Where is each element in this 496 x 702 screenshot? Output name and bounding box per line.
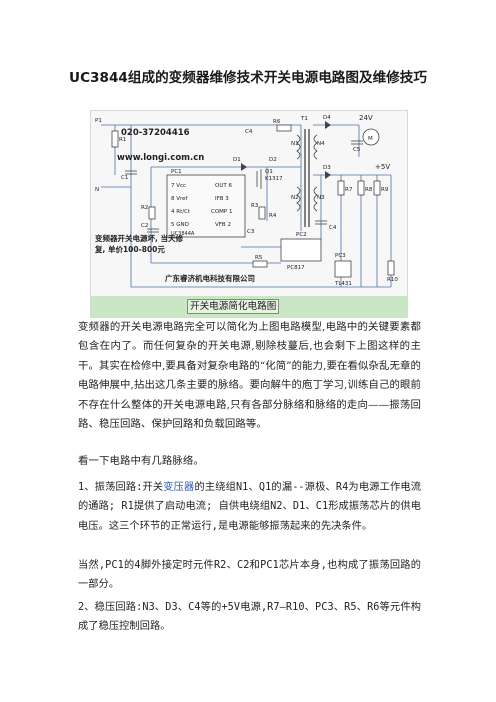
label-5v: +5V (375, 163, 390, 171)
label-d4: D4 (323, 115, 331, 121)
label-out: OUT 6 (215, 183, 232, 189)
label-rtct: 4 Rt/Ct (171, 209, 191, 215)
label-n: N (95, 187, 99, 193)
label-q1: Q1 (265, 169, 273, 175)
paragraph-4: 当然,PC1的4脚外接定时元件R2、C2和PC1芯片本身,也构成了振荡回路的一部… (78, 560, 421, 591)
label-r5: R5 (255, 255, 263, 261)
paragraph-3-start: 1、振荡回路:开关 (78, 482, 164, 493)
label-ifb: IFB 3 (215, 196, 229, 202)
label-comp: COMP 1 (211, 209, 232, 215)
label-c3: C3 (247, 229, 255, 235)
schematic-figure: 020-37204416 www.longi.com.cn 变频器开关电源坏, … (90, 110, 408, 318)
label-tl431: TL431 (334, 281, 352, 287)
label-d2: D2 (269, 157, 277, 163)
label-vref: 8 Vref (171, 196, 189, 202)
label-r7: R7 (345, 187, 353, 193)
label-r6: R6 (273, 119, 281, 125)
label-r9: R9 (381, 187, 389, 193)
label-n2: N2 (291, 195, 299, 201)
label-vcc: 7 Vcc (171, 183, 186, 189)
note-line-2: 复, 单价100-800元 (94, 244, 165, 254)
label-c4: C4 (245, 129, 253, 135)
document-title: UC3844组成的变频器维修技术开关电源电路图及维修技巧 (69, 70, 427, 86)
label-vfb: VFB 2 (215, 222, 231, 228)
label-r8: R8 (365, 187, 373, 193)
transformer-link[interactable]: 变压器 (163, 482, 195, 493)
label-gnd: 5 GND (171, 222, 189, 228)
label-pc1: PC1 (171, 169, 182, 175)
paragraph-1: 变频器的开关电源电路完全可以简化为上图电路模型,电路中的关键要素都包含在内了。而… (78, 321, 421, 431)
label-c1: C1 (121, 175, 128, 181)
label-c4b: C4 (329, 225, 337, 231)
label-r3: R3 (251, 203, 259, 209)
label-d3: D3 (323, 165, 331, 171)
phone-text: 020-37204416 (121, 128, 190, 138)
label-n1: N1 (291, 141, 299, 147)
label-c5: C5 (353, 147, 361, 153)
label-r1: R1 (119, 137, 126, 143)
caption-bar: 开关电源简化电路图 (91, 296, 407, 317)
paragraph-3: 1、振荡回路:开关变压器的主绕组N1、Q1的漏--源极、R4为电源工作电流的通路… (78, 478, 421, 536)
website-text: www.longi.com.cn (117, 153, 204, 163)
label-t1: T1 (300, 116, 308, 122)
label-r10: R10 (387, 277, 398, 283)
label-pc817: PC817 (287, 265, 305, 271)
label-pc3: PC3 (335, 253, 346, 259)
label-n4: N4 (317, 141, 325, 147)
paragraph-3-rest: 的主绕组N1、Q1的漏--源极、R4为电源工作电流的通路; R1提供了启动电流;… (78, 482, 421, 532)
label-k1317: K1317 (265, 176, 283, 182)
label-r2: R2 (141, 205, 148, 211)
schematic-diagram: 020-37204416 www.longi.com.cn 变频器开关电源坏, … (94, 114, 398, 288)
label-n3: N3 (317, 195, 325, 201)
label-pc2: PC2 (296, 232, 307, 238)
note-line-1: 变频器开关电源坏, 当天修 (95, 233, 183, 243)
company-text: 广东睿济机电科技有限公司 (165, 273, 255, 283)
label-p1: P1 (95, 118, 102, 124)
label-m: M (368, 136, 373, 142)
paragraph-5: 2、稳压回路:N3、D3、C4等的+5V电源,R7—R10、PC3、R5、R6等… (78, 602, 421, 633)
label-r4: R4 (269, 213, 277, 219)
paragraph-2: 看一下电路中有几路脉络。 (78, 455, 204, 467)
label-uc3844a: UC3844A (171, 231, 195, 237)
figure-caption: 开关电源简化电路图 (187, 299, 280, 314)
label-24v: 24V (359, 114, 373, 122)
label-d1: D1 (233, 157, 241, 163)
label-c2: C2 (141, 223, 148, 229)
